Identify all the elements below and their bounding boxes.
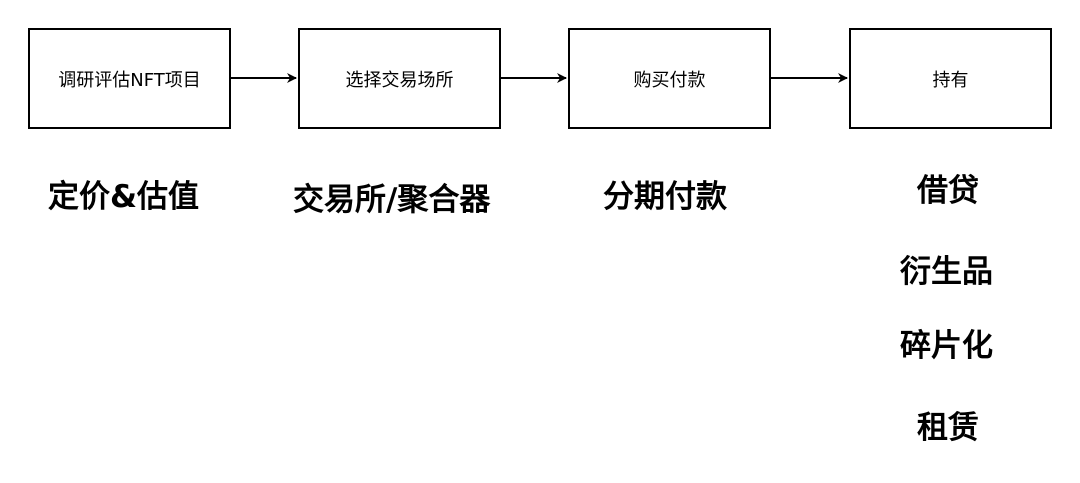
step-box-choose-venue: 选择交易场所 <box>298 28 501 129</box>
holding-item-rental: 租赁 <box>917 410 979 446</box>
step-box-hold: 持有 <box>849 28 1052 129</box>
holding-item-fractionalization: 碎片化 <box>900 328 993 364</box>
step-label-hold: 持有 <box>932 69 969 91</box>
category-pricing-valuation: 定价&估值 <box>48 179 200 215</box>
step-label-research: 调研评估NFT项目 <box>58 69 201 91</box>
step-box-purchase: 购买付款 <box>568 28 771 129</box>
step-label-choose-venue: 选择交易场所 <box>345 69 454 91</box>
category-exchange-aggregator: 交易所/聚合器 <box>293 182 491 218</box>
step-label-purchase: 购买付款 <box>633 69 706 91</box>
holding-item-derivatives: 衍生品 <box>900 254 993 290</box>
holding-item-lending: 借贷 <box>917 173 979 209</box>
step-box-research: 调研评估NFT项目 <box>28 28 231 129</box>
category-installment: 分期付款 <box>603 179 727 215</box>
